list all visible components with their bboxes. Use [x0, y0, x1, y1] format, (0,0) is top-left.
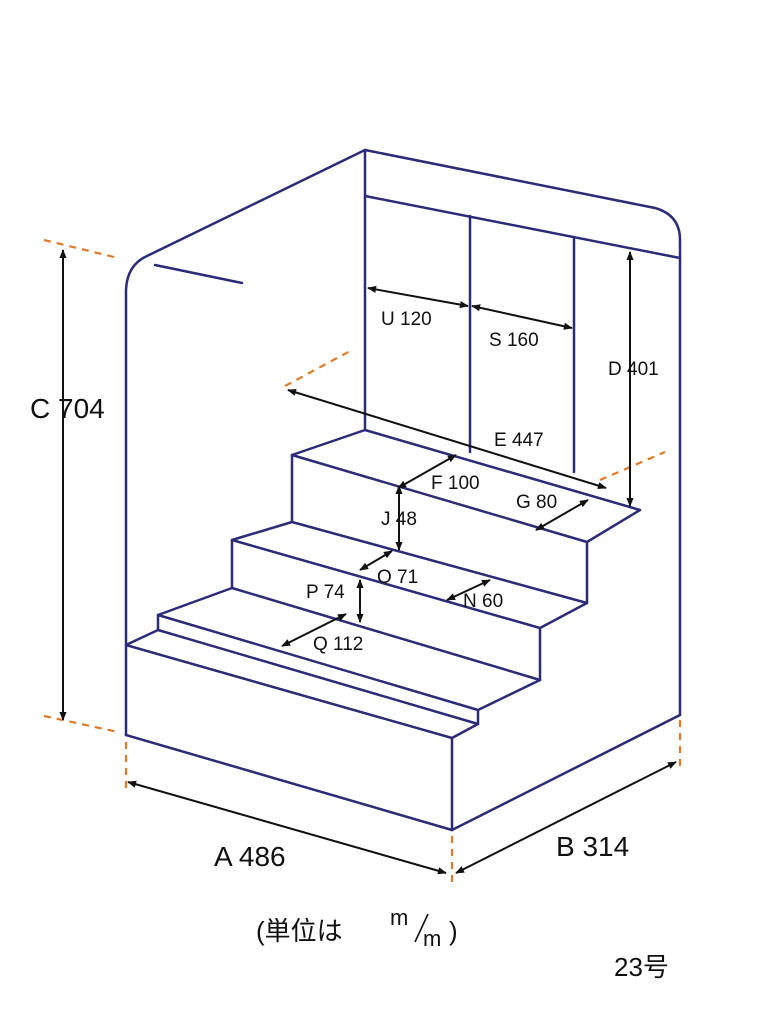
dimension-arrows [59, 249, 677, 875]
label-b: B 314 [556, 831, 629, 862]
units-m-bottom: m [423, 926, 441, 951]
label-j: J 48 [381, 509, 417, 530]
cabinet-outline [124, 148, 682, 832]
label-s: S 160 [489, 330, 539, 351]
label-n: N 60 [463, 591, 503, 612]
guide-lines [43, 238, 682, 888]
label-e: E 447 [494, 430, 544, 451]
model-number: 23号 [614, 952, 669, 982]
step-second [230, 520, 589, 630]
side-lip-line [153, 263, 244, 285]
arrow-f [397, 454, 457, 489]
units-note: (単位は m m ) [256, 905, 458, 951]
arrow-a [127, 780, 447, 875]
top-left-edge [124, 148, 367, 737]
label-d: D 401 [608, 359, 659, 380]
units-close: ) [449, 916, 458, 946]
base-front-bottom [124, 733, 454, 832]
step-third [156, 586, 542, 712]
label-q: Q 112 [313, 634, 363, 655]
units-open: (単位は [256, 916, 343, 946]
dimension-labels: C 704 A 486 B 314 D 401 E 447 U 120 S 16… [30, 309, 659, 872]
label-p: P 74 [306, 582, 345, 603]
arrow-e [287, 388, 607, 490]
units-slash [414, 913, 429, 943]
step-bottom [124, 628, 480, 740]
arrow-q [281, 613, 347, 647]
steps [124, 428, 642, 832]
guide-c-bottom [43, 714, 119, 734]
label-a: A 486 [214, 841, 286, 872]
base-side-bottom [450, 713, 682, 832]
arrow-o [359, 550, 393, 571]
arrow-s [471, 304, 573, 330]
guide-e-left [284, 349, 353, 387]
arrow-n [446, 579, 491, 601]
units-m-top: m [390, 905, 408, 930]
back-inner-top-edge [363, 194, 682, 260]
label-g: G 80 [516, 492, 557, 513]
top-right-edge [363, 148, 682, 717]
arrow-b [455, 761, 677, 874]
guide-c-top [43, 238, 119, 260]
label-c: C 704 [30, 393, 105, 424]
label-f: F 100 [431, 473, 480, 494]
label-o: O 71 [377, 567, 418, 588]
label-u: U 120 [381, 309, 432, 330]
arrow-g [535, 499, 589, 531]
arrow-u [367, 285, 469, 309]
guide-e-right [599, 450, 666, 482]
